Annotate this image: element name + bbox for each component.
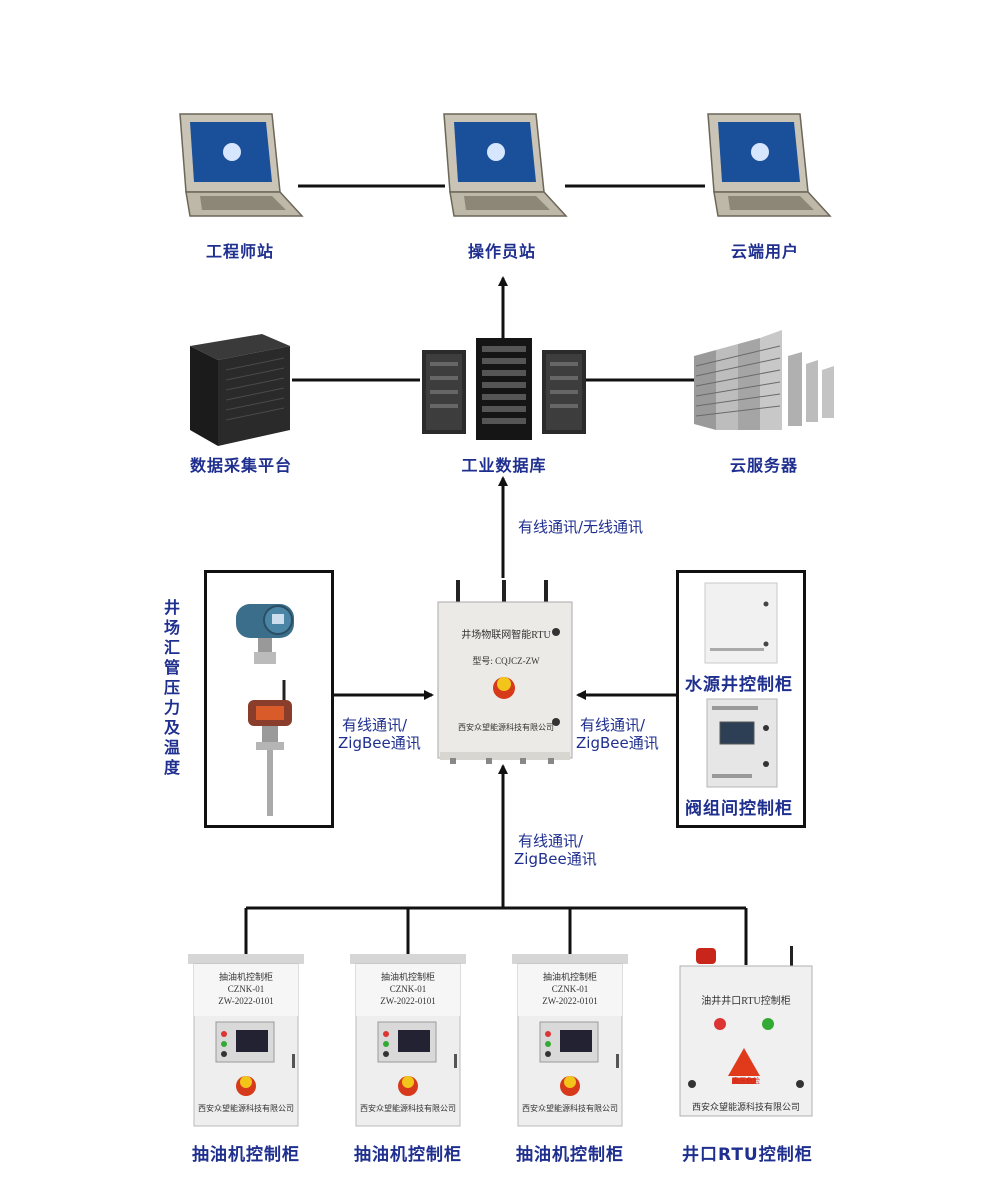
pump-cabinet-2-plate-code: ZW-2022-0101 xyxy=(380,996,436,1006)
pump-cabinet-1-label: 抽油机控制柜 xyxy=(192,1145,300,1165)
water-source-cabinet-icon xyxy=(704,582,778,664)
wellhead-cabinet-label: 井口RTU控制柜 xyxy=(682,1145,813,1165)
wellhead-maker: 西安众望能源科技有限公司 xyxy=(691,1102,800,1112)
pump-cabinet-2-plate-model: CZNK-01 xyxy=(389,984,427,994)
operator-laptop-icon xyxy=(443,113,568,217)
industrial-database-rack-icon xyxy=(422,338,586,440)
left-comm-line2: ZigBee通讯 xyxy=(338,734,421,752)
right-comm-line2: ZigBee通讯 xyxy=(576,734,659,752)
rtu-title: 井场物联网智能RTU xyxy=(461,630,551,641)
left-comm-line1: 有线通讯/ xyxy=(342,716,408,734)
pressure-transmitter-icon xyxy=(236,604,294,664)
rtu-model: 型号: CQJCZ-ZW xyxy=(472,656,540,666)
cloud-user-laptop-icon xyxy=(707,113,832,217)
pump-cabinet-3-plate-code: ZW-2022-0101 xyxy=(542,996,598,1006)
engineer-laptop-icon xyxy=(179,113,304,217)
pump-cabinet-3-maker: 西安众望能源科技有限公司 xyxy=(522,1104,618,1113)
pump-cabinet-2-label: 抽油机控制柜 xyxy=(354,1145,462,1165)
comm-up-label: 有线通讯/无线通讯 xyxy=(518,518,644,536)
pump-cabinet-3-plate-title: 抽油机控制柜 xyxy=(542,972,597,982)
pump-cabinet-3-plate-model: CZNK-01 xyxy=(551,984,589,994)
engineer-station-label: 工程师站 xyxy=(205,242,274,261)
cloud-server-label: 云服务器 xyxy=(729,456,798,475)
wellhead-warning: 高压危险 xyxy=(732,1077,760,1085)
bottom-comm-line1: 有线通讯/ xyxy=(518,832,584,850)
rtu-box-icon xyxy=(437,580,573,764)
pump-cabinet-1-plate-code: ZW-2022-0101 xyxy=(218,996,274,1006)
pump-cabinet-1-plate-title: 抽油机控制柜 xyxy=(218,972,273,982)
bottom-comm-line2: ZigBee通讯 xyxy=(514,850,597,868)
pump-cabinet-1-maker: 西安众望能源科技有限公司 xyxy=(198,1104,294,1113)
right-comm-line1: 有线通讯/ xyxy=(580,716,646,734)
industrial-db-label: 工业数据库 xyxy=(461,456,547,475)
pump-cabinet-2-plate-title: 抽油机控制柜 xyxy=(380,972,435,982)
data-platform-label: 数据采集平台 xyxy=(189,456,292,475)
pump-cabinet-1-plate-model: CZNK-01 xyxy=(227,984,265,994)
operator-station-label: 操作员站 xyxy=(467,242,536,261)
pump-cabinet-3-label: 抽油机控制柜 xyxy=(516,1145,624,1165)
sensor-group-frame xyxy=(204,570,334,828)
valve-cabinet-icon xyxy=(706,698,778,788)
rtu-maker: 西安众望能源科技有限公司 xyxy=(458,723,554,732)
data-platform-server-icon xyxy=(190,334,290,446)
pump-cabinet-3-icon xyxy=(512,954,628,1127)
cloud-user-label: 云端用户 xyxy=(730,242,799,261)
valve-cabinet-label: 阀组间控制柜 xyxy=(685,799,793,819)
right-cabinet-frame xyxy=(676,570,806,828)
pump-cabinet-2-maker: 西安众望能源科技有限公司 xyxy=(360,1104,456,1113)
pump-cabinet-2-icon xyxy=(350,954,466,1127)
water-cabinet-label: 水源井控制柜 xyxy=(685,675,793,695)
wellhead-plate-title: 油井井口RTU控制柜 xyxy=(701,996,791,1007)
left-group-vertical-label: 井场汇管压力及温度 xyxy=(163,598,180,777)
wellhead-rtu-cabinet-icon xyxy=(679,946,813,1117)
cloud-server-rack-icon xyxy=(694,330,834,430)
temperature-transmitter-icon xyxy=(248,680,292,816)
pump-cabinet-1-icon xyxy=(188,954,304,1127)
